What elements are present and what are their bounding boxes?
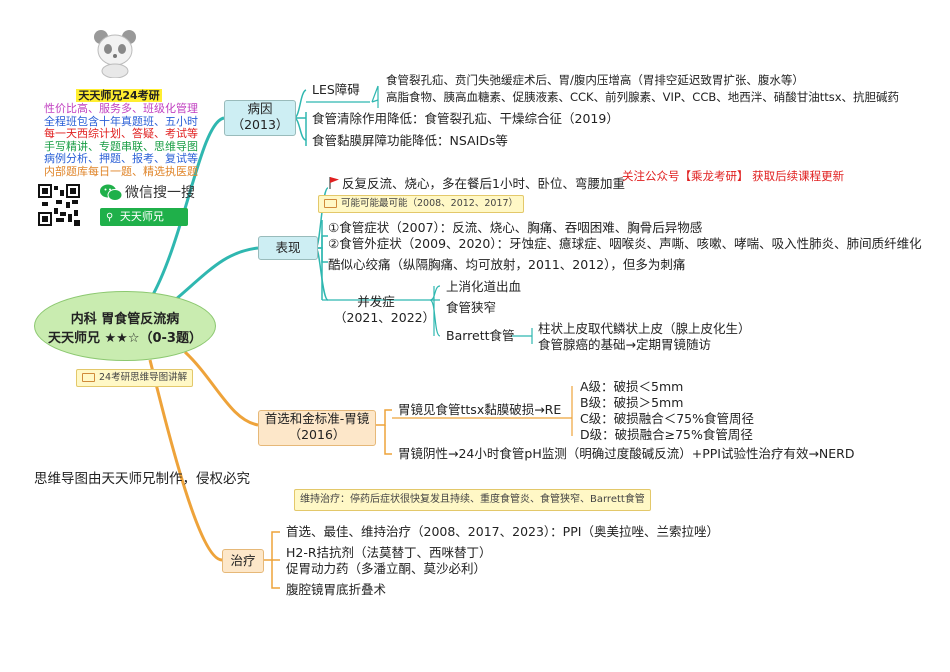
reflux-item: 反复反流、烧心，多在餐后1小时、卧位、弯腰加重 (342, 176, 625, 191)
exam-years: （2016） (288, 427, 346, 442)
exam-positive: 胃镜见食管ttsx黏膜破损→RE (398, 402, 562, 417)
promo-line: 全程班包含十年真题班、五小时 (44, 114, 198, 128)
note-icon (324, 199, 337, 208)
symptoms-node[interactable]: 表现 (258, 236, 318, 260)
extra-esophageal-symptoms: ②食管外症状（2009、2020）：牙蚀症、癔球症、咽喉炎、声嘶、咳嗽、哮喘、吸… (328, 236, 922, 251)
promo-line: 内部题库每日一题、精选执医题 (44, 164, 198, 178)
grade-item: A级：破损＜5mm (580, 379, 684, 394)
promo-line: 每一天西综计划、答疑、考试等 (44, 127, 198, 141)
grade-item: C级：破损融合＜75%食管周径 (580, 411, 755, 426)
les-item: 食管裂孔疝、贲门失弛缓症术后、胃/腹内压增高（胃排空延迟致胃扩张、腹水等） (386, 73, 804, 87)
maintenance-note: 维持治疗：停药后症状很快复发且持续、重度食管炎、食管狭窄、Barrett食管 (294, 489, 651, 511)
complication-item: Barrett食管 (446, 328, 515, 343)
promo-title: 天天师兄24考研 (76, 89, 162, 102)
center-title: 内科 胃食管反流病 (70, 312, 180, 327)
complication-item: 上消化道出血 (446, 279, 522, 294)
grade-item: B级：破损＞5mm (580, 395, 684, 410)
copyright-text: 思维导图由天天师兄制作，侵权必究 (34, 471, 250, 487)
esophageal-symptoms: ①食管症状（2007）：反流、烧心、胸痛、吞咽困难、胸骨后异物感 (328, 220, 703, 235)
cause-years: （2013） (231, 117, 289, 132)
magnifier-icon: ⚲ (106, 212, 114, 223)
wechat-search-box[interactable]: ⚲ 天天师兄 (100, 208, 188, 226)
reflux-note: 可能可能最可能（2008、2012、2017） (318, 195, 525, 213)
wechat-search-label: 微信搜一搜 (125, 185, 195, 201)
note-icon (82, 373, 95, 382)
surgery-item: 腹腔镜胃底折叠术 (286, 582, 387, 597)
les-item: 高脂食物、胰高血糖素、促胰液素、CCK、前列腺素、VIP、CCB、地西泮、硝酸甘… (386, 90, 900, 104)
wechat-search-query: 天天师兄 (119, 210, 164, 223)
exam-negative: 胃镜阴性→24小时食管pH监测（明确过度酸碱反流）+PPI试验性治疗有效→NER… (398, 446, 855, 461)
flag-icon (329, 177, 339, 189)
panda-icon (94, 30, 136, 78)
center-subtitle: 天天师兄 ★★☆（0-3题） (48, 331, 202, 346)
grade-item: D级：破损融合≥75%食管周径 (580, 427, 753, 442)
angina-like-item: 酷似心绞痛（纵隔胸痛、均可放射，2011、2012），但多为刺痛 (328, 257, 686, 272)
promo-block: 天天师兄24考研 性价比高、服务多、班级化管理 全程班包含十年真题班、五小时 每… (44, 84, 198, 179)
cause-node[interactable]: 病因 （2013） (224, 100, 296, 136)
promo-line: 性价比高、服务多、班级化管理 (44, 102, 198, 115)
cause-label: 病因 (247, 101, 273, 116)
qr-code (38, 184, 80, 226)
promo-line: 手写精讲、专题串联、思维导图 (44, 139, 198, 153)
complication-item: 食管狭窄 (446, 300, 497, 315)
complications-label: 并发症 （2021、2022） (334, 294, 436, 325)
h2-item: H2-R拮抗剂（法莫替丁、西咪替丁） (286, 545, 492, 560)
symptoms-label: 表现 (275, 240, 301, 255)
prokinetic-item: 促胃动力药（多潘立酮、莫沙必利） (286, 561, 487, 576)
ppi-item: 首选、最佳、维持治疗（2008、2017、2023）：PPI（奥美拉唑、兰索拉唑… (286, 524, 719, 539)
treatment-node[interactable]: 治疗 (222, 549, 264, 573)
promo-line: 病例分析、押题、报考、复试等 (44, 152, 198, 166)
barrett-detail: 柱状上皮取代鳞状上皮（腺上皮化生） (538, 321, 751, 336)
exam-label: 首选和金标准-胃镜 (264, 411, 370, 426)
center-topic[interactable]: 内科 胃食管反流病 天天师兄 ★★☆（0-3题） (34, 291, 216, 361)
follow-notice: 关注公众号【乘龙考研】 获取后续课程更新 (622, 169, 845, 183)
wechat-icon (100, 184, 122, 201)
treatment-label: 治疗 (230, 553, 256, 568)
les-label: LES障碍 (312, 82, 360, 97)
barrett-detail: 食管腺癌的基础→定期胃镜随访 (538, 337, 711, 352)
center-note: 24考研思维导图讲解 (76, 369, 194, 387)
barrier-item: 食管黏膜屏障功能降低：NSAIDs等 (312, 133, 508, 148)
exam-node[interactable]: 首选和金标准-胃镜 （2016） (258, 410, 376, 446)
clearance-item: 食管清除作用降低：食管裂孔疝、干燥综合征（2019） (312, 111, 619, 126)
